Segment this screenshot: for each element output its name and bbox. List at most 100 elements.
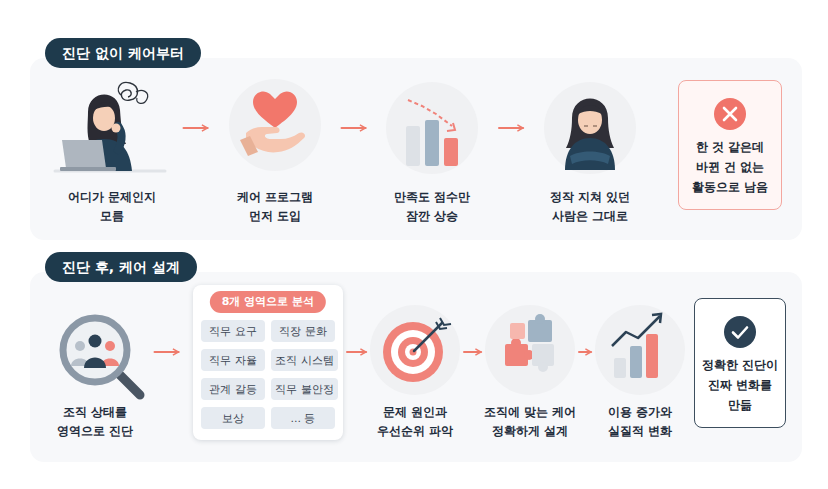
worried-person-illustration-part <box>112 124 121 133</box>
rising-chart-illustration-part <box>652 314 661 323</box>
heart-hand-illustration-part <box>240 136 258 156</box>
flow-arrow <box>184 127 208 129</box>
step-caption: 케어 프로그램 먼저 도입 <box>227 188 323 226</box>
puzzle-illustration <box>485 305 575 395</box>
outcome-text: 한 것 같은데 바뀐 건 없는 활동으로 남음 <box>684 137 776 197</box>
tired-person-illustration-part <box>570 152 610 165</box>
panel-background-part <box>30 58 802 240</box>
worried-person-illustration-part <box>62 140 106 168</box>
target-illustration <box>370 305 460 395</box>
magnifier-illustration-part <box>89 335 102 348</box>
flow-arrow <box>464 351 481 353</box>
worried-person-illustration-part <box>60 167 116 171</box>
worried-person-illustration-part <box>118 82 137 100</box>
heart-hand-illustration <box>229 79 321 171</box>
area-label: 직무 불안정 <box>275 383 333 396</box>
step-illustration-node: 정작 지쳐 있던 사람은 그대로 <box>544 82 636 174</box>
area-label: 직무 자율 <box>209 354 256 367</box>
step-illustration-node: 이용 증가와 실질적 변화 <box>595 305 685 395</box>
step-caption: 조직 상태를 영역으로 진단 <box>47 403 143 441</box>
rising-chart-illustration <box>595 305 685 395</box>
rising-chart-illustration-part <box>595 305 685 395</box>
rising-chart-illustration-part <box>630 346 642 378</box>
flow-arrow <box>155 351 179 353</box>
heart-hand-illustration-part <box>253 91 297 128</box>
area-chip: 조직 시스템 <box>271 349 338 371</box>
step-illustration-node: 케어 프로그램 먼저 도입 <box>229 79 321 171</box>
tired-person-illustration-part <box>565 138 615 170</box>
target-illustration-part <box>414 323 442 351</box>
icon-mark <box>733 328 747 338</box>
rising-chart-illustration-part <box>612 316 660 346</box>
target-illustration-part <box>383 322 443 382</box>
tired-person-illustration-part <box>544 82 636 174</box>
analysis-card: 8개 영역으로 분석직무 요구 직장 문화직무 자율 조직 시스템관계 갈등 직무 불… <box>193 285 343 440</box>
magnifier-illustration-part <box>63 318 127 382</box>
area-label: 관계 갈등 <box>209 383 256 396</box>
falling-bar-chart-illustration-part <box>425 120 439 166</box>
area-label: 조직 시스템 <box>275 354 333 367</box>
flow-arrow <box>347 351 366 353</box>
flow-arrow <box>499 127 523 129</box>
falling-bar-chart-illustration-part <box>444 138 458 166</box>
target-illustration-part <box>436 318 451 329</box>
analysis-heading-pill: 8개 영역으로 분석 <box>210 291 326 313</box>
step-caption: 조직에 맞는 케어 정확하게 설계 <box>482 403 578 441</box>
area-label: 보상 <box>222 412 244 425</box>
area-label: 직무 요구 <box>209 325 256 338</box>
panel-background-part <box>30 272 802 462</box>
tired-person-illustration-part <box>578 106 602 134</box>
icon-mark <box>724 108 736 120</box>
outcome-box: 한 것 같은데 바뀐 건 없는 활동으로 남음 <box>678 80 782 210</box>
section-heading-pill: 진단 없이 케어부터 <box>45 38 201 68</box>
area-label: 직장 문화 <box>279 325 326 338</box>
area-chip: … 등 <box>271 407 335 429</box>
step-caption: 문제 원인과 우선순위 파악 <box>367 403 463 441</box>
puzzle-illustration-part <box>535 314 545 324</box>
worried-person-illustration-part <box>136 90 148 103</box>
step-caption: 정작 지쳐 있던 사람은 그대로 <box>542 188 638 226</box>
tired-person-illustration <box>544 82 636 174</box>
target-illustration-part <box>370 305 460 395</box>
area-chip: 관계 갈등 <box>201 378 265 400</box>
area-label: … 등 <box>291 412 316 425</box>
rising-chart-illustration-part <box>614 358 626 378</box>
magnifier-illustration-part <box>75 341 85 351</box>
magnifier-illustration-part <box>84 358 106 369</box>
icon-disc <box>714 98 746 130</box>
tired-person-illustration-part <box>578 105 602 114</box>
flow-arrow <box>342 127 366 129</box>
icon-disc <box>724 316 756 348</box>
step-illustration-node: 조직 상태를 영역으로 진단 <box>50 305 140 395</box>
step-illustration-node: 문제 원인과 우선순위 파악 <box>370 305 460 395</box>
section-panel: 진단 후, 케어 설계조직 상태를 영역으로 진단8개 영역으로 분석직무 요구… <box>30 272 802 462</box>
falling-bar-chart-illustration <box>386 82 478 174</box>
flow-arrow <box>579 351 591 353</box>
section-heading-pill: 진단 후, 케어 설계 <box>45 252 197 282</box>
puzzle-illustration-part <box>538 362 548 372</box>
magnifier-illustration-part <box>118 373 140 395</box>
area-chip: 보상 <box>201 407 265 429</box>
puzzle-illustration-part <box>510 323 525 339</box>
outcome-box: 정확한 진단이 진짜 변화를 만듦 <box>694 298 786 428</box>
check-icon <box>723 315 757 349</box>
step-caption: 만족도 점수만 잠깐 상승 <box>384 188 480 226</box>
magnifier-illustration <box>63 318 140 395</box>
puzzle-illustration-part <box>511 338 521 348</box>
worried-person-illustration-part <box>94 102 116 110</box>
falling-bar-chart-illustration-part <box>447 123 455 131</box>
step-illustration-node: 조직에 맞는 케어 정확하게 설계 <box>485 305 575 395</box>
area-chip: 직무 자율 <box>201 349 265 371</box>
rising-chart-illustration-part <box>646 334 658 378</box>
puzzle-illustration-part <box>485 305 575 395</box>
heart-hand-illustration-part <box>229 79 321 171</box>
step-illustration-node: 만족도 점수만 잠깐 상승 <box>386 82 478 174</box>
step-caption: 어디가 문제인지 모름 <box>64 188 160 226</box>
outcome-text: 정확한 진단이 진짜 변화를 만듦 <box>700 355 780 415</box>
worried-person-illustration <box>55 82 165 171</box>
cross-icon <box>713 97 747 131</box>
area-chip: 직장 문화 <box>271 320 335 342</box>
magnifier-illustration-part <box>105 341 115 351</box>
